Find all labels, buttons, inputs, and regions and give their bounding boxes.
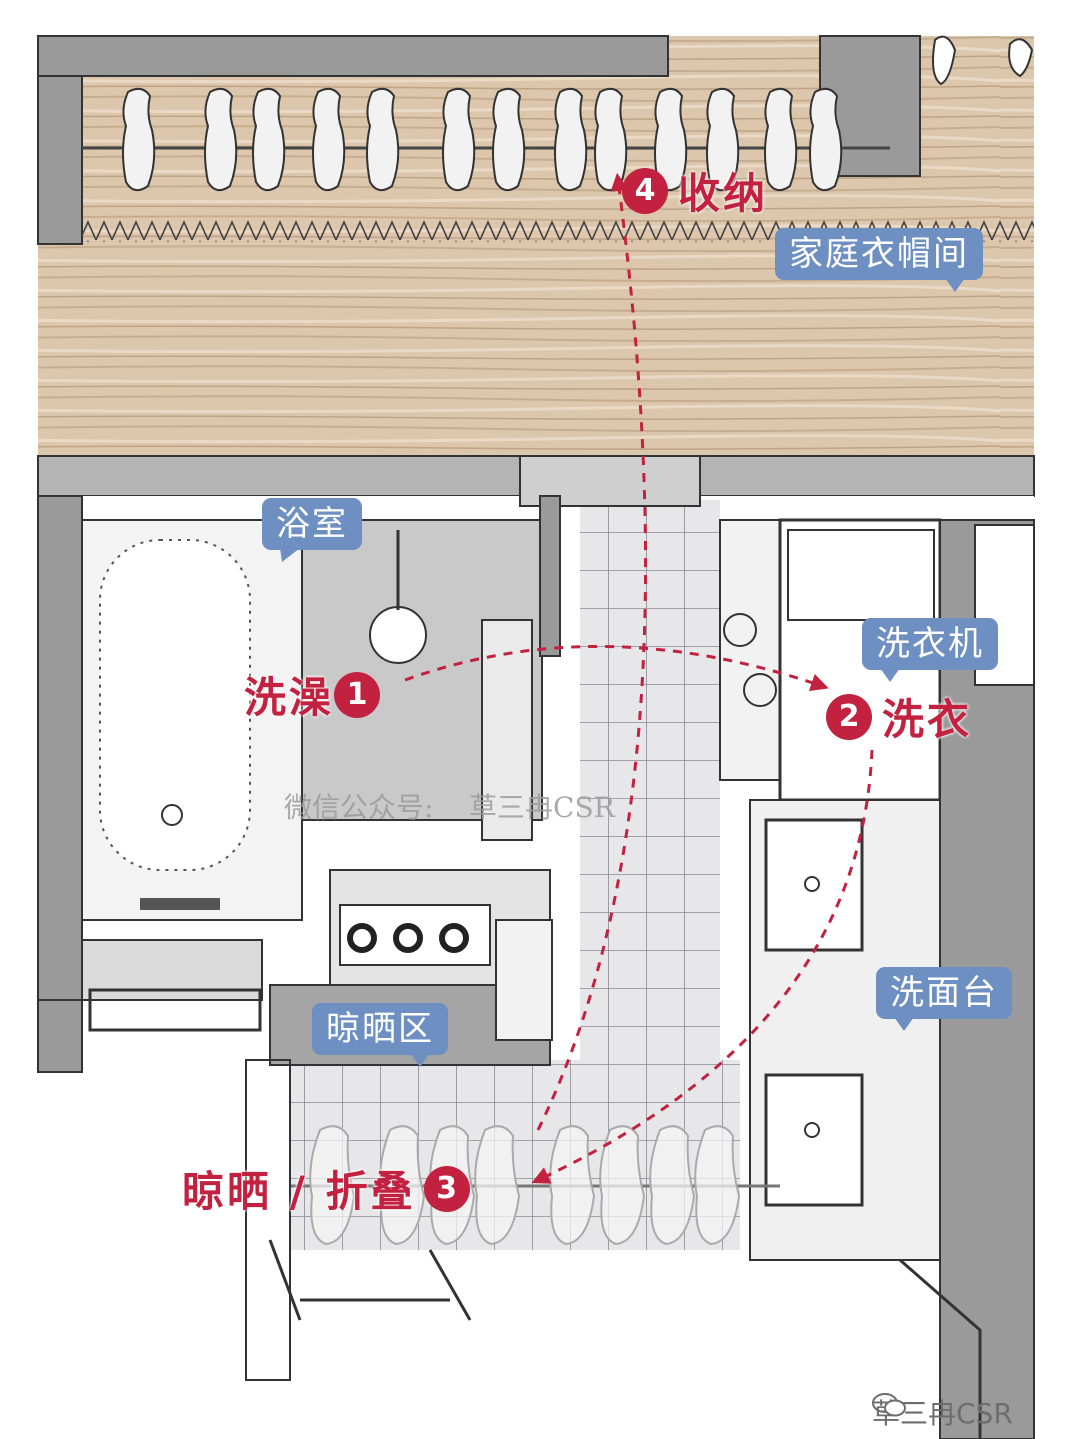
step-3: 晾晒 / 折叠 3: [182, 1158, 470, 1219]
tag-wardrobe: 家庭衣帽间: [775, 228, 983, 292]
step-4-label: 收纳: [678, 169, 769, 218]
garment: [492, 87, 526, 192]
garment: [252, 87, 286, 192]
step-1: 洗澡 1: [244, 664, 381, 725]
garment: [442, 87, 476, 192]
step-3-number: 3: [423, 1165, 470, 1212]
drying-garment: [379, 1125, 426, 1246]
garment: [204, 87, 238, 192]
drying-garment: [599, 1125, 646, 1246]
tag-vanity: 洗面台: [876, 967, 1012, 1031]
garment: [366, 87, 400, 192]
garment: [554, 87, 588, 192]
wechat-icon: [872, 1393, 906, 1417]
garment: [312, 87, 346, 192]
tag-bathroom: 浴室: [262, 498, 362, 550]
drying-garment: [649, 1125, 696, 1246]
corridor-tiles: [580, 500, 720, 1140]
watermark: 微信公众号: 草三冉CSR: [284, 791, 615, 824]
garment: [654, 87, 688, 192]
garment: [122, 87, 156, 192]
drying-garment: [549, 1125, 596, 1246]
step-2: 2 洗衣: [826, 686, 972, 747]
arrow-3-to-4: [536, 172, 648, 1131]
garment: [809, 87, 843, 192]
garment: [706, 87, 740, 192]
arrow-1-to-2: [404, 644, 829, 692]
step-2-label: 洗衣: [882, 695, 973, 744]
garment: [764, 87, 798, 192]
drying-garment: [694, 1125, 741, 1246]
arrow-2-to-3: [531, 749, 874, 1184]
drying-garment: [309, 1125, 356, 1246]
hanging-clothes: [122, 87, 843, 192]
tag-washer: 洗衣机: [862, 618, 998, 682]
step-2-number: 2: [826, 693, 872, 740]
step-1-number: 1: [334, 671, 381, 718]
account-logo: 草三冉CSR: [872, 1392, 1013, 1432]
step-1-label: 洗澡: [244, 673, 335, 722]
flow-arrows: [404, 172, 874, 1184]
step-4-number: 4: [622, 167, 668, 214]
drying-garment: [474, 1125, 521, 1246]
washer-machines: [719, 519, 781, 781]
tag-drying-zone: 晾晒区: [312, 1003, 448, 1067]
step-4: 4 收纳: [622, 160, 768, 221]
step-3-label: 晾晒 / 折叠: [182, 1167, 416, 1216]
